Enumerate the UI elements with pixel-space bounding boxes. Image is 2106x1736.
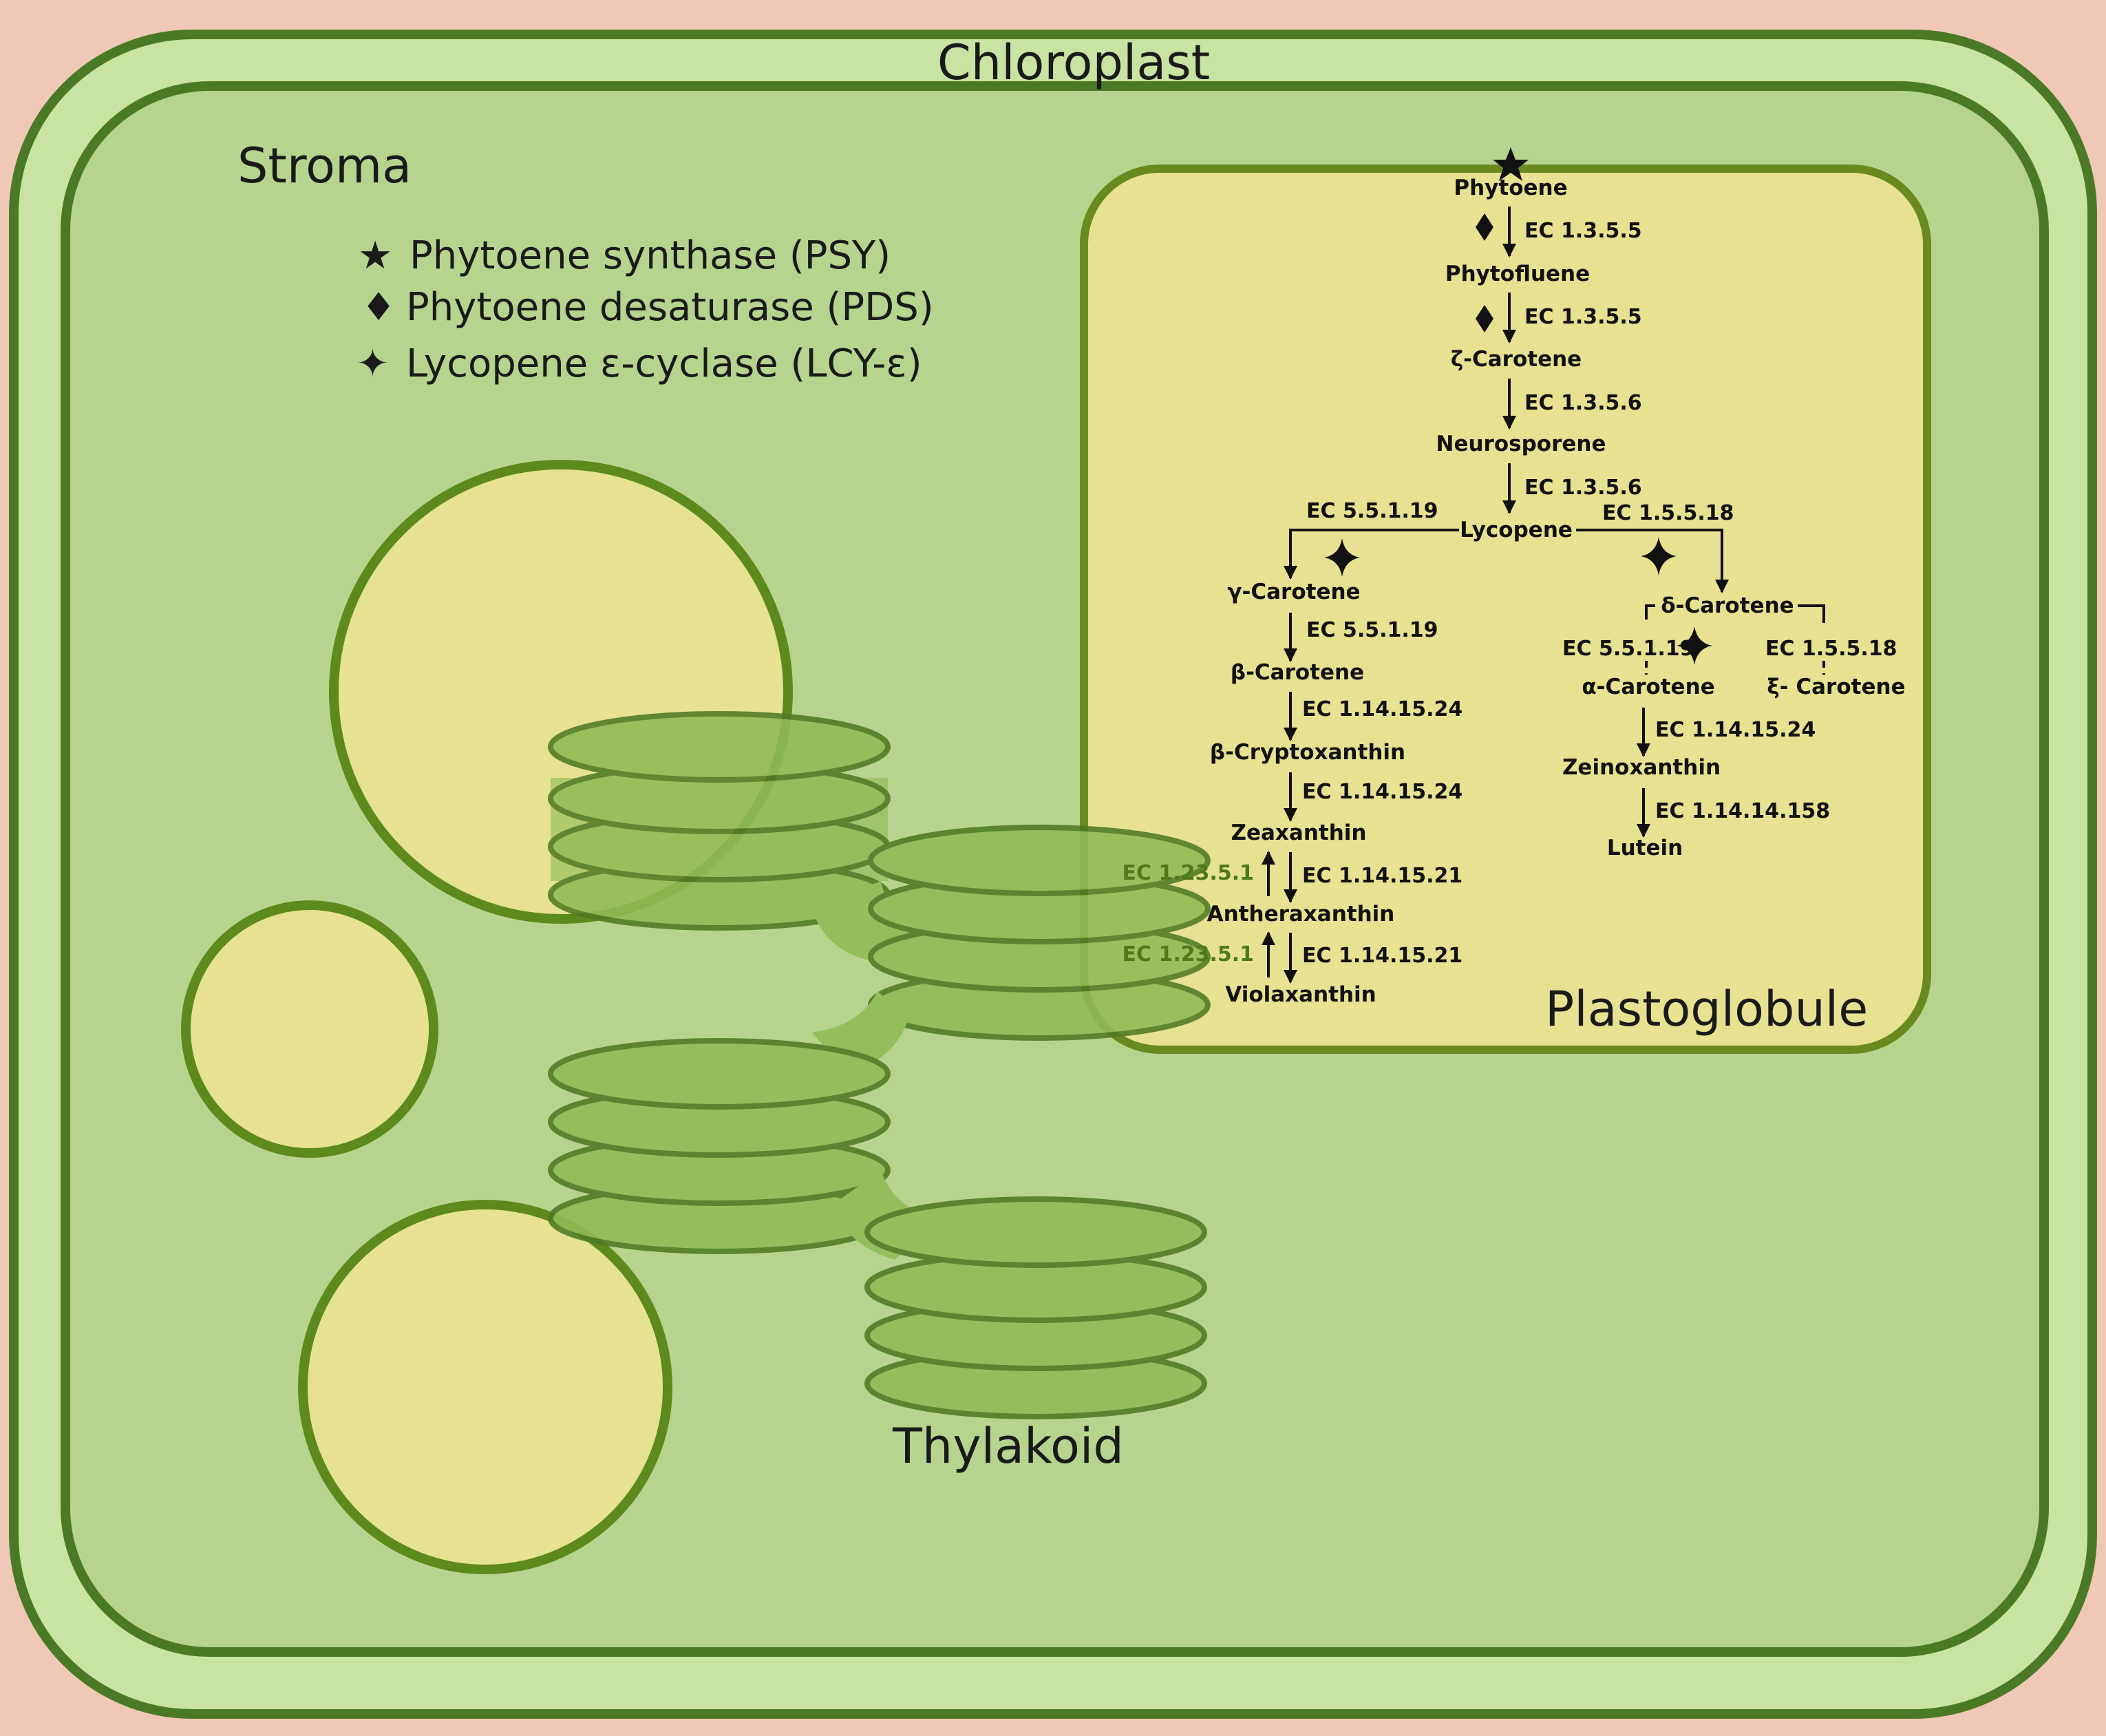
compound-gamma-carotene: γ-Carotene [1227,580,1360,604]
four-point-star-icon [1677,626,1712,665]
plastoglobule-circle-bottom [298,1200,672,1574]
legend-label-psy: Phytoene synthase (PSY) [410,233,891,278]
compound-violaxanthin: Violaxanthin [1225,982,1376,1007]
ec-gamma-beta: EC 5.5.1.19 [1306,618,1438,642]
compound-beta-carotene: β-Carotene [1231,660,1364,685]
chloroplast-label: Chloroplast [937,34,1210,91]
compound-neurosporene: Neurosporene [1436,432,1606,456]
four-point-star-icon: ✦ [357,341,389,386]
plastoglobule-circle-small [181,900,438,1158]
compound-lycopene: Lycopene [1460,518,1573,542]
star-icon: ★ [358,233,392,278]
four-point-star-icon [1324,538,1360,577]
compound-zeaxanthin: Zeaxanthin [1231,821,1367,845]
legend: ★ Phytoene synthase (PSY) ♦ Phytoene des… [357,233,934,386]
compound-antheraxanthin: Antheraxanthin [1207,902,1395,927]
compound-alpha-carotene: α-Carotene [1582,675,1714,699]
thylakoid-stacks [548,711,1211,1419]
ec-violaxanthin-antheraxanthin: EC 1.23.5.1 [1122,942,1254,966]
compound-delta-carotene: δ-Carotene [1661,593,1794,618]
ec-phytoene-phytofluene: EC 1.3.5.5 [1524,219,1642,243]
ec-delta-alpha: EC 5.5.1.19 [1562,637,1694,661]
compound-phytofluene: Phytofluene [1445,262,1590,286]
stroma-label: Stroma [237,138,412,194]
thylakoid-label: Thylakoid [892,1418,1124,1474]
compound-zeinoxanthin: Zeinoxanthin [1562,755,1721,780]
carotenoid-pathway: Phytoene EC 1.3.5.5 Phytofluene EC 1.3.5… [1122,147,1906,1007]
diamond-icon [1476,305,1493,332]
compound-zeta-carotene: ζ-Carotene [1451,347,1582,372]
compound-xi-carotene: ξ- Carotene [1767,675,1905,699]
ec-phytofluene-zeta: EC 1.3.5.5 [1524,305,1642,329]
ec-cryptoxanthin-zeaxanthin: EC 1.14.15.24 [1302,780,1462,804]
ec-antheraxanthin-zeaxanthin: EC 1.23.5.1 [1122,861,1254,885]
ec-lycopene-gamma: EC 5.5.1.19 [1306,499,1438,523]
ec-beta-cryptoxanthin: EC 1.14.15.24 [1302,697,1462,721]
ec-delta-xi: EC 1.5.5.18 [1765,637,1897,661]
diamond-icon: ♦ [361,285,396,330]
four-point-star-icon [1641,537,1677,575]
ec-zeta-neurosporene: EC 1.3.5.6 [1524,391,1642,415]
legend-label-pds: Phytoene desaturase (PDS) [406,285,934,330]
ec-neurosporene-lycopene: EC 1.3.5.6 [1524,476,1642,500]
diamond-icon [1476,213,1493,241]
ec-antheraxanthin-violaxanthin: EC 1.14.15.21 [1302,944,1462,968]
legend-label-lcy: Lycopene ε-cyclase (LCY-ε) [406,341,922,386]
ec-lycopene-delta: EC 1.5.5.18 [1602,501,1734,525]
compound-lutein: Lutein [1607,836,1683,860]
compound-phytoene: Phytoene [1454,176,1567,200]
ec-alpha-zeinoxanthin: EC 1.14.15.24 [1655,718,1816,742]
plastoglobule-label: Plastoglobule [1545,981,1868,1037]
ec-zeinoxanthin-lutein: EC 1.14.14.158 [1655,799,1830,823]
star-icon [1493,147,1529,181]
ec-zeaxanthin-antheraxanthin: EC 1.14.15.21 [1302,864,1462,888]
compound-beta-cryptoxanthin: β-Cryptoxanthin [1210,740,1405,765]
